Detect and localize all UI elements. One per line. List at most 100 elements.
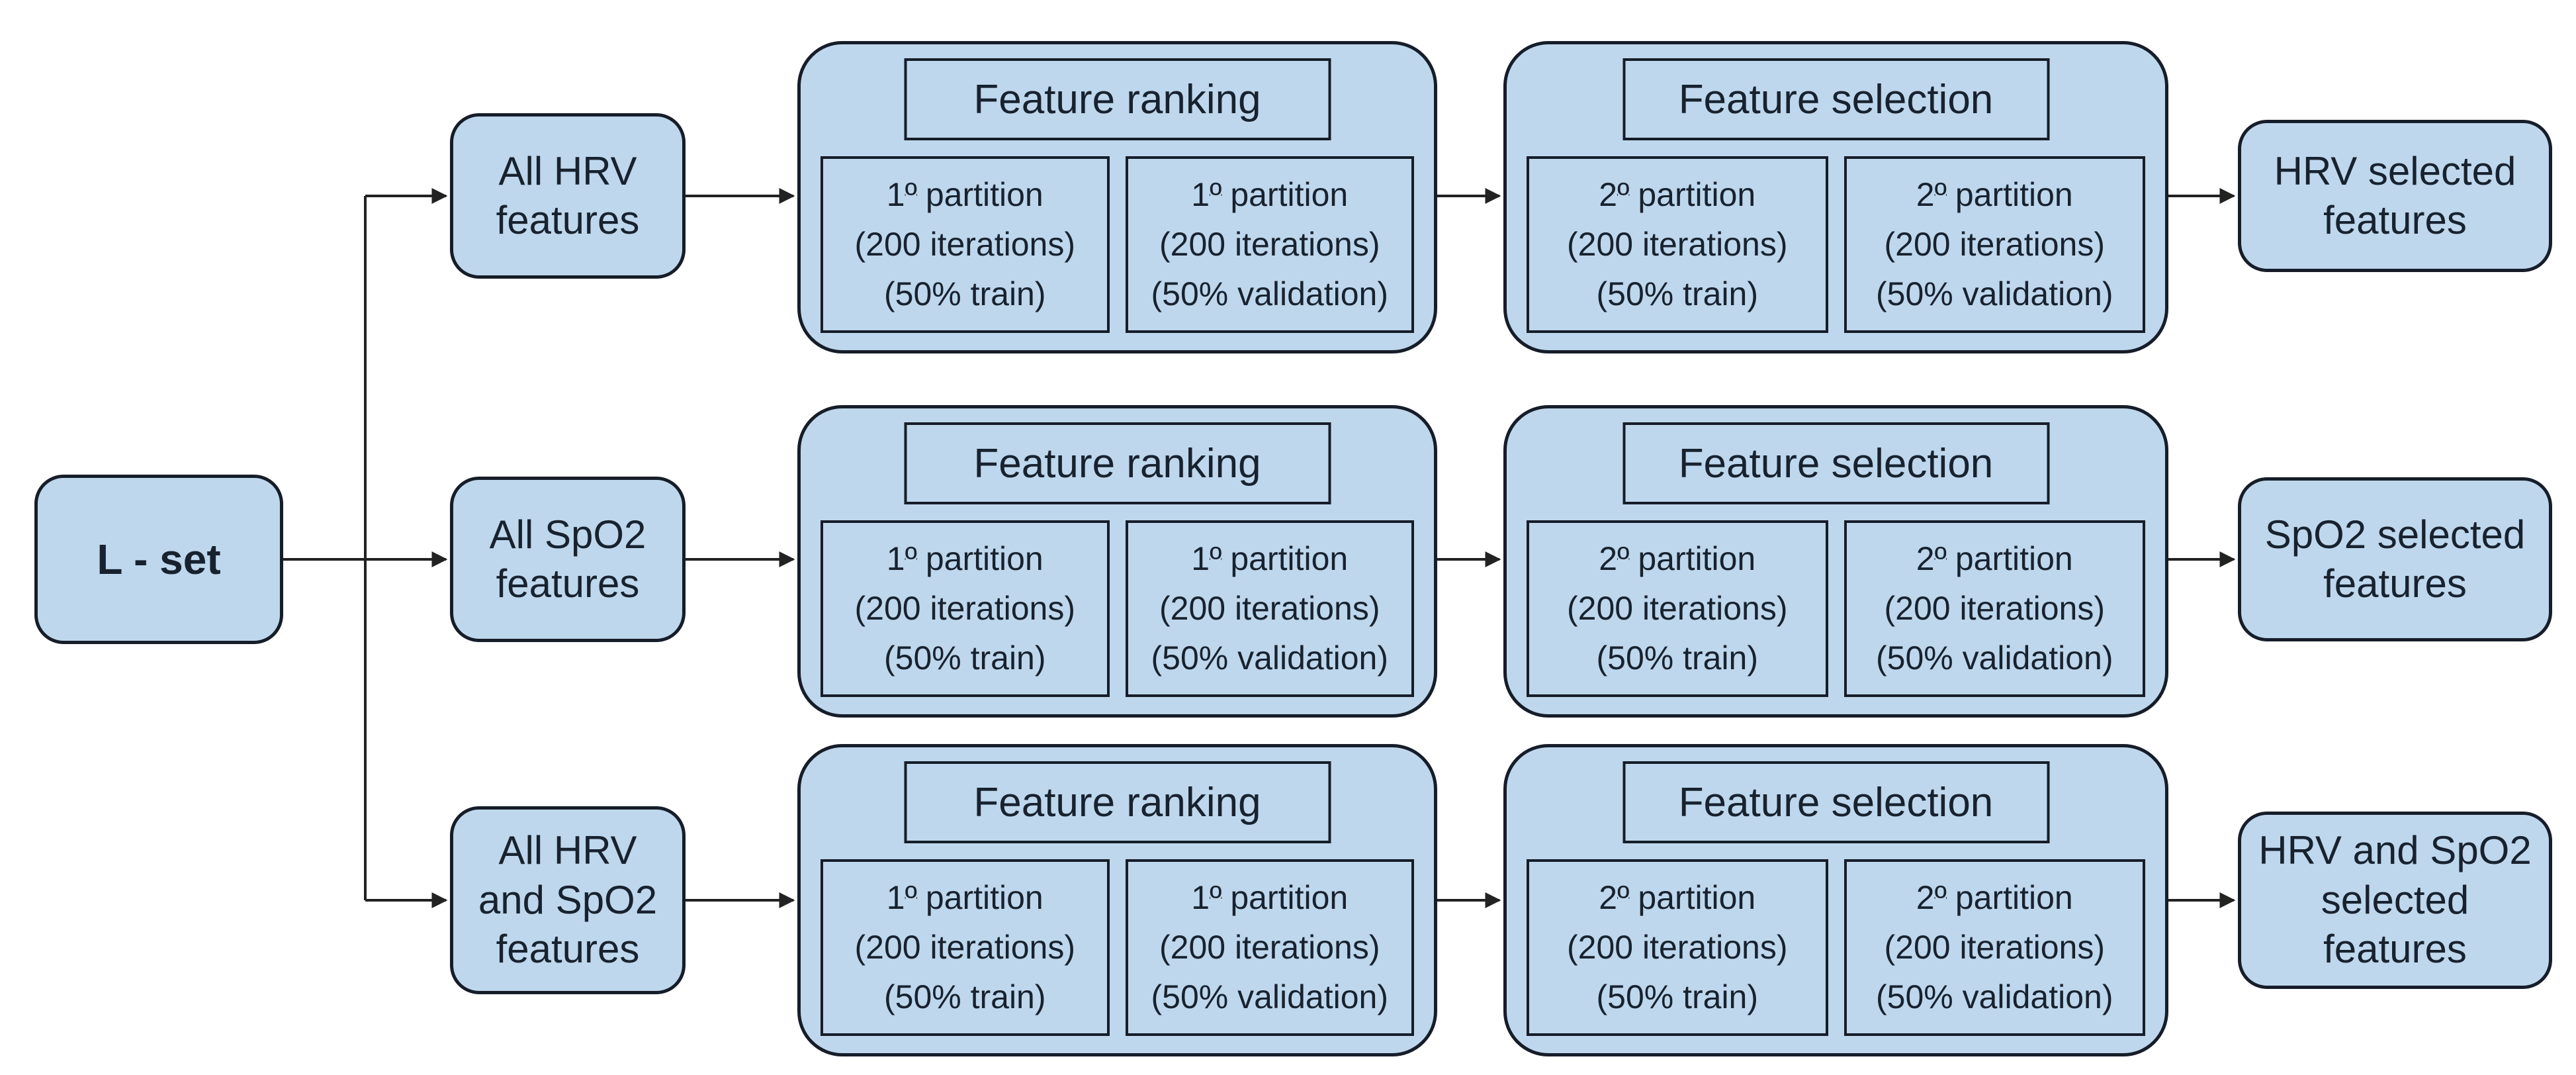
partition-word: partition xyxy=(1230,176,1349,213)
panel-title-box: Feature selection xyxy=(1622,422,2049,504)
output-box-hrv-spo2-selected: HRV and SpO2 selected features xyxy=(2238,812,2552,989)
panel-title: Feature ranking xyxy=(973,440,1261,487)
partition-iterations: (200 iterations) xyxy=(1884,929,2106,966)
partition-iterations: (200 iterations) xyxy=(854,929,1076,966)
partition-split: (50% train) xyxy=(883,639,1046,677)
output-label: HRV and SpO2 selected features xyxy=(2258,828,2532,972)
output-label: SpO2 selected features xyxy=(2264,512,2526,606)
panel-title-box: Feature selection xyxy=(1622,761,2049,843)
ordinal-indicator: º xyxy=(1210,176,1222,213)
ordinal-indicator: º xyxy=(1934,540,1947,577)
partition-word: partition xyxy=(1638,540,1756,577)
partition-number: 2 xyxy=(1599,540,1618,577)
partition-split: (50% validation) xyxy=(1875,639,2113,677)
panel-title-box: Feature selection xyxy=(1622,58,2049,140)
panel-title-box: Feature ranking xyxy=(904,58,1331,140)
partition-word: partition xyxy=(1955,176,2073,213)
partition-iterations: (200 iterations) xyxy=(1159,226,1380,263)
panel-title-box: Feature ranking xyxy=(904,761,1331,843)
output-box-hrv-selected: HRV selected features xyxy=(2238,120,2552,272)
partition-split: (50% validation) xyxy=(1151,275,1389,312)
output-label: HRV selected features xyxy=(2274,148,2516,242)
ordinal-indicator: º xyxy=(1934,176,1947,213)
partition-word: partition xyxy=(1638,176,1756,213)
ordinal-indicator: º xyxy=(1934,879,1947,916)
partition-word: partition xyxy=(925,540,1044,577)
input-label: All HRV features xyxy=(496,148,640,242)
partition-iterations: (200 iterations) xyxy=(854,226,1076,263)
partition-split: (50% train) xyxy=(883,978,1046,1015)
partition-number: 2 xyxy=(1916,879,1935,916)
partition-iterations: (200 iterations) xyxy=(1884,226,2106,263)
input-box-all-hrv: All HRV features xyxy=(450,113,686,279)
partition-word: partition xyxy=(1955,540,2073,577)
partition-iterations: (200 iterations) xyxy=(1884,590,2106,627)
partition-number: 1 xyxy=(1191,879,1210,916)
ordinal-indicator: º xyxy=(1210,540,1222,577)
panel-title-box: Feature ranking xyxy=(904,422,1331,504)
partition-iterations: (200 iterations) xyxy=(1567,929,1788,966)
partition-number: 1 xyxy=(886,879,905,916)
ordinal-indicator: º xyxy=(1210,879,1222,916)
partition-iterations: (200 iterations) xyxy=(1159,590,1380,627)
partition-split: (50% validation) xyxy=(1151,639,1389,677)
partition-word: partition xyxy=(1955,879,2073,916)
input-label: All HRV and SpO2 features xyxy=(478,828,658,972)
partition-iterations: (200 iterations) xyxy=(1567,590,1788,627)
ordinal-indicator: º xyxy=(905,540,917,577)
partition-split: (50% validation) xyxy=(1875,978,2113,1015)
l-set-box: L - set xyxy=(34,475,283,644)
partition-number: 1 xyxy=(1191,540,1210,577)
partition-number: 2 xyxy=(1599,879,1618,916)
partition-word: partition xyxy=(1638,879,1756,916)
ordinal-indicator: º xyxy=(905,879,917,916)
partition-number: 2 xyxy=(1599,176,1618,213)
panel-title: Feature selection xyxy=(1678,440,1994,487)
partition-split: (50% validation) xyxy=(1875,275,2113,312)
input-label: All SpO2 features xyxy=(489,512,646,606)
partition-split: (50% train) xyxy=(883,275,1046,312)
partition-number: 1 xyxy=(886,176,905,213)
partition-iterations: (200 iterations) xyxy=(1567,226,1788,263)
output-box-spo2-selected: SpO2 selected features xyxy=(2238,477,2552,641)
partition-word: partition xyxy=(1230,540,1349,577)
partition-number: 1 xyxy=(1191,176,1210,213)
panel-title: Feature selection xyxy=(1678,76,1994,122)
partition-iterations: (200 iterations) xyxy=(1159,929,1380,966)
panel-title: Feature selection xyxy=(1678,779,1994,825)
ordinal-indicator: º xyxy=(1617,879,1630,916)
